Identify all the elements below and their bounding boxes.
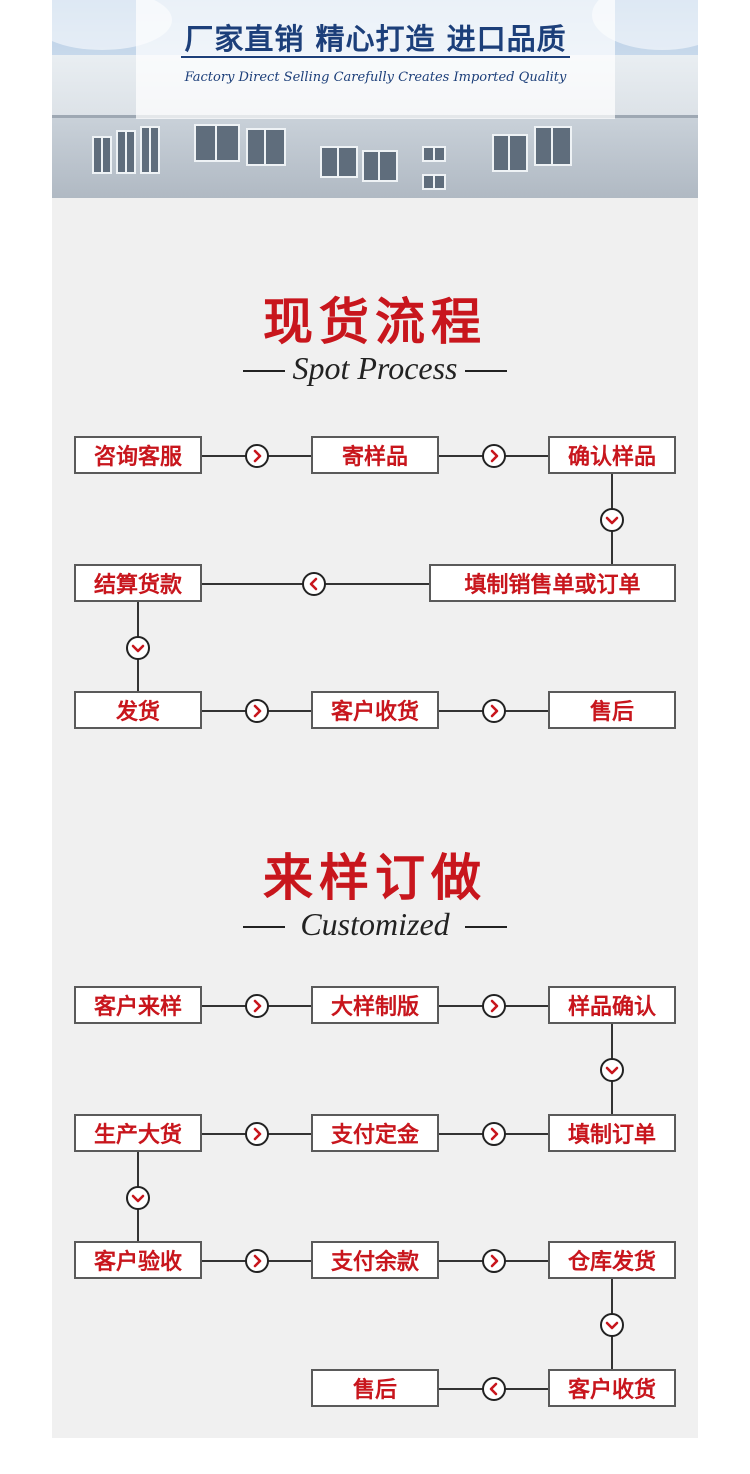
banner-rule	[181, 56, 570, 58]
step-acceptance: 客户验收	[74, 1241, 202, 1279]
subtitle-dash-left	[243, 926, 285, 928]
step-settle-payment: 结算货款	[74, 564, 202, 602]
arrow-right-icon	[482, 994, 506, 1018]
step-sample-confirm: 样品确认	[548, 986, 676, 1024]
arrow-down-icon	[126, 1186, 150, 1210]
step-send-sample: 寄样品	[311, 436, 439, 474]
arrow-down-icon	[600, 1313, 624, 1337]
window	[362, 150, 398, 182]
step-mass-production: 生产大货	[74, 1114, 202, 1152]
content-area	[52, 198, 698, 1438]
arrow-right-icon	[245, 444, 269, 468]
step-customer-receive: 客户收货	[311, 691, 439, 729]
step-warehouse-ship: 仓库发货	[548, 1241, 676, 1279]
step-fill-sales-order: 填制销售单或订单	[429, 564, 676, 602]
arrow-down-icon	[126, 636, 150, 660]
arrow-left-icon	[482, 1377, 506, 1401]
banner-title: 厂家直销 精心打造 进口品质	[184, 22, 567, 56]
step-fill-order: 填制订单	[548, 1114, 676, 1152]
step-confirm-sample: 确认样品	[548, 436, 676, 474]
arrow-right-icon	[482, 699, 506, 723]
subtitle-dash-left	[243, 370, 285, 372]
arrow-left-icon	[302, 572, 326, 596]
arrow-right-icon	[482, 1122, 506, 1146]
section-title-customized: 来样订做	[263, 848, 487, 907]
window	[246, 128, 286, 166]
arrow-right-icon	[245, 699, 269, 723]
window	[534, 126, 572, 166]
section-title-spot: 现货流程	[263, 292, 487, 351]
step-consult: 咨询客服	[74, 436, 202, 474]
section-subtitle-spot: Spot Process	[292, 350, 458, 386]
step-after-sales: 售后	[311, 1369, 439, 1407]
banner-subtitle: Factory Direct Selling Carefully Creates…	[184, 70, 567, 85]
arrow-right-icon	[245, 994, 269, 1018]
window	[140, 126, 160, 174]
subtitle-dash-right	[465, 926, 507, 928]
step-customer-sample: 客户来样	[74, 986, 202, 1024]
section-subtitle-customized: Customized	[300, 906, 450, 942]
window	[422, 146, 446, 162]
arrow-right-icon	[245, 1249, 269, 1273]
arrow-down-icon	[600, 508, 624, 532]
window	[116, 130, 136, 174]
arrow-right-icon	[482, 444, 506, 468]
step-pay-balance: 支付余款	[311, 1241, 439, 1279]
window	[92, 136, 112, 174]
arrow-right-icon	[245, 1122, 269, 1146]
banner-panel: 厂家直销 精心打造 进口品质 Factory Direct Selling Ca…	[136, 0, 615, 119]
subtitle-dash-right	[465, 370, 507, 372]
hero-banner: 厂家直销 精心打造 进口品质 Factory Direct Selling Ca…	[52, 0, 698, 198]
step-customer-receive: 客户收货	[548, 1369, 676, 1407]
step-plate-making: 大样制版	[311, 986, 439, 1024]
step-pay-deposit: 支付定金	[311, 1114, 439, 1152]
window	[492, 134, 528, 172]
step-ship: 发货	[74, 691, 202, 729]
window	[320, 146, 358, 178]
window	[194, 124, 240, 162]
arrow-down-icon	[600, 1058, 624, 1082]
arrow-right-icon	[482, 1249, 506, 1273]
window	[422, 174, 446, 190]
step-after-sales: 售后	[548, 691, 676, 729]
